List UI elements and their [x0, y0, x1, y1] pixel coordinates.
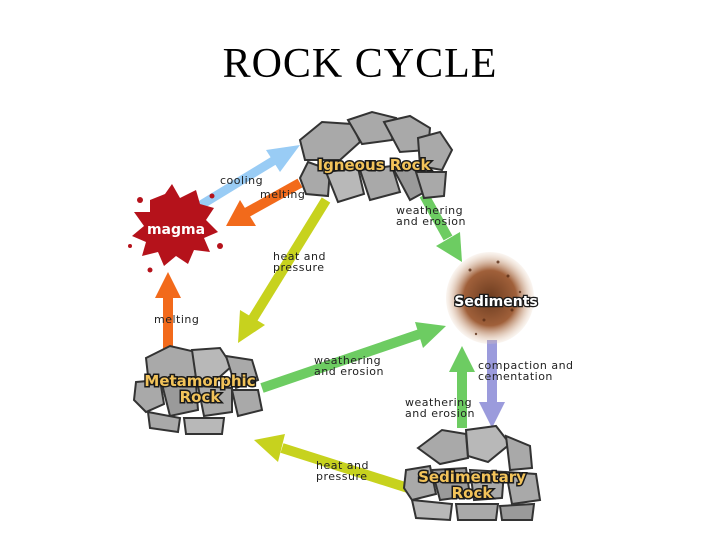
weathering-label-top-1: weathering	[396, 204, 463, 217]
weathering-label-low-1: weathering	[405, 396, 472, 409]
compaction-label-1: compaction and	[478, 359, 574, 372]
sediments-label: Sediments	[454, 294, 537, 310]
heat-label-left-1: heat and	[273, 250, 326, 263]
weathering-label-mid-2: and erosion	[314, 365, 384, 378]
melting-label-top: melting	[260, 188, 305, 201]
heat-arrow-left	[238, 197, 331, 343]
metamorphic-rock-node: Metamorphic Rock	[132, 344, 264, 435]
melting-label-left: melting	[154, 313, 199, 326]
sedimentary-rock-node: Sedimentary Rock	[402, 424, 542, 522]
melting-arrow-top	[226, 178, 303, 226]
metamorphic-label-line1: Metamorphic	[144, 372, 255, 390]
weathering-arrow-top	[419, 192, 462, 262]
metamorphic-label-line2: Rock	[180, 388, 222, 406]
cooling-label: cooling	[220, 174, 263, 187]
heat-label-left-2: pressure	[273, 261, 325, 274]
weathering-label-low-2: and erosion	[405, 407, 475, 420]
weathering-label-mid-1: weathering	[314, 354, 381, 367]
weathering-arrow-mid	[260, 322, 446, 393]
compaction-label-2: cementation	[478, 370, 553, 383]
heat-label-bottom-2: pressure	[316, 470, 368, 483]
sedimentary-label-line2: Rock	[452, 484, 494, 502]
igneous-rock-node: Igneous Rock	[298, 110, 454, 204]
weathering-arrow-low	[449, 346, 475, 428]
magma-label: magma	[147, 222, 205, 238]
heat-arrow-bottom	[254, 434, 410, 493]
page-title: ROCK CYCLE	[222, 41, 498, 87]
melting-arrow-left	[155, 272, 181, 352]
magma-node: magma	[128, 184, 223, 273]
cooling-arrow	[193, 145, 300, 212]
sediments-node: Sediments	[446, 252, 539, 344]
igneous-rock-label: Igneous Rock	[317, 156, 431, 174]
compaction-arrow	[479, 340, 505, 428]
weathering-label-top-2: and erosion	[396, 215, 466, 228]
sedimentary-label-line1: Sedimentary	[418, 468, 526, 486]
heat-label-bottom-1: heat and	[316, 459, 369, 472]
